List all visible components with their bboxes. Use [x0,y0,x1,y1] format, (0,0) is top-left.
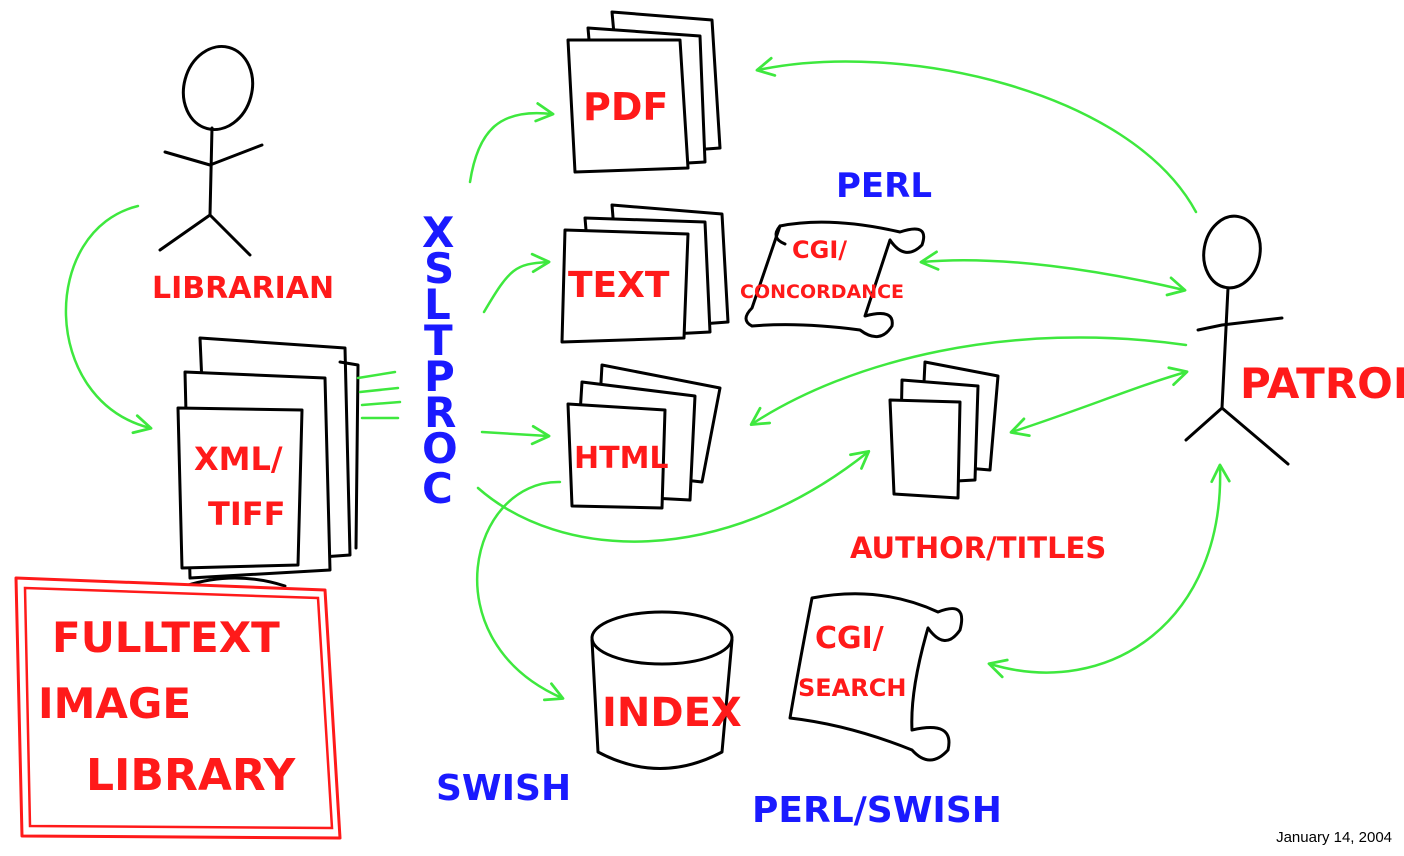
concordance-patron-arrow [919,250,1187,297]
xsltproc-letter: C [422,464,453,513]
search-patron-arrow [987,463,1231,679]
cgi-search-label-line1: CGI/ [815,621,884,656]
cgi-concordance-label-line1: CGI/ [792,236,847,264]
xsltproc-letter: R [424,388,456,437]
cgi-concordance-label-line2: CONCORDANCE [740,281,904,303]
date-stamp: January 14, 2004 [1276,829,1392,846]
html-label: HTML [574,441,669,476]
xml-tiff-documents [176,336,360,580]
xsltproc-letter: S [424,244,454,293]
xsltproc-to-author-titles-arrow [476,449,871,543]
author-titles-patron-arrow [1009,366,1189,438]
xsltproc-letter: P [424,352,455,401]
text-documents [560,203,730,344]
xml-tiff-label-line1: XML/ [194,440,283,478]
author-titles-label: AUTHOR/TITLES [850,531,1106,565]
swish-label: SWISH [436,768,571,809]
perl-swish-label: PERL/SWISH [752,790,1002,831]
xslt-input-strokes [356,370,402,420]
xsltproc-to-text-arrow [482,252,551,314]
pdf-documents [566,10,722,174]
perl-label: PERL [836,166,932,206]
patron-label: PATRON [1240,359,1404,408]
librarian-figure [158,44,264,257]
fulltext-image-library-box [14,576,342,840]
text-label: TEXT [568,265,670,306]
xsltproc-to-pdf-arrow [468,102,555,184]
xsltproc-letter: X [422,208,454,257]
author-titles-documents [888,360,1000,500]
flow-arrows [64,56,1231,702]
cgi-search-label-line2: SEARCH [798,674,906,702]
cgi-concordance-scroll [744,220,926,338]
cgi-search-scroll [788,592,964,762]
xsltproc-letter: L [424,280,451,329]
xsltproc-to-html-arrow [480,424,551,446]
index-label: INDEX [602,690,742,736]
librarian-to-xml-arrow [64,204,153,435]
fulltext-label-line3: LIBRARY [86,750,296,801]
patron-to-pdf-arrow [755,56,1198,214]
patron-figure [1184,214,1290,466]
fulltext-label-line2: IMAGE [38,679,191,728]
fulltext-label-line1: FULLTEXT [52,613,280,662]
xsltproc-to-index-arrow [475,480,565,702]
xsltproc-letter: T [424,316,453,365]
librarian-label: LIBRARIAN [152,271,334,306]
html-documents [566,363,722,510]
xml-tiff-label-line2: TIFF [208,495,285,533]
xsltproc-label: X S L T P R O C [422,208,458,513]
pdf-label: PDF [583,85,668,129]
patron-to-html-arrow [749,336,1188,426]
xsltproc-letter: O [422,424,458,473]
index-database [590,610,734,770]
